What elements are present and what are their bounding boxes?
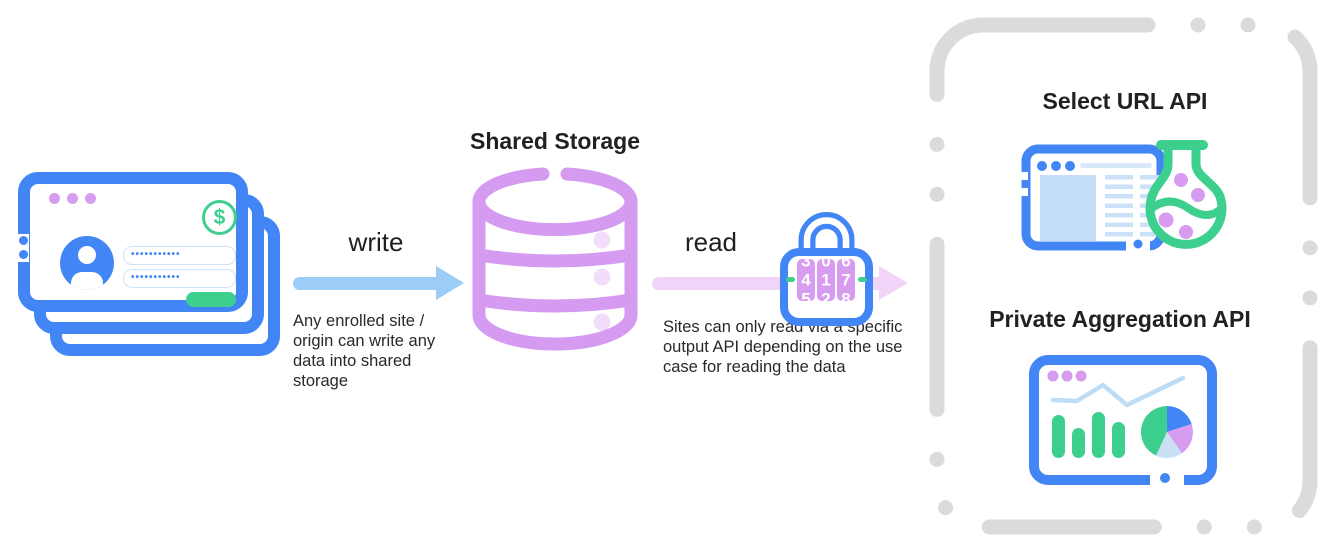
browser-card-front: $ ••••••••••• ••••••••••• xyxy=(18,172,248,312)
dial-next-digit: 5 xyxy=(801,289,811,302)
database-dot xyxy=(593,231,611,249)
private-aggregation-api-title: Private Aggregation API xyxy=(989,306,1251,332)
lock-icon: 3 4 5 0 1 2 6 7 8 xyxy=(778,198,874,328)
user-avatar-icon xyxy=(60,236,114,290)
window-dot xyxy=(67,193,78,204)
browser-window-icon xyxy=(1018,144,1166,251)
database-dot xyxy=(593,268,611,286)
database-dot xyxy=(593,313,611,331)
lock-dash-left xyxy=(786,277,795,282)
select-url-api-title: Select URL API xyxy=(1042,88,1208,114)
dollar-glyph: $ xyxy=(213,205,226,229)
avatar-head xyxy=(78,246,96,264)
lock-dial-3: 6 7 8 xyxy=(837,259,855,301)
write-label: write xyxy=(348,227,404,257)
lock-dial-1: 3 4 5 xyxy=(797,259,815,301)
read-caption: Sites can only read via a specific outpu… xyxy=(663,318,903,376)
shared-storage-title: Shared Storage xyxy=(470,128,640,154)
dial-prev-digit: 3 xyxy=(801,259,811,271)
avatar-torso xyxy=(71,272,103,290)
border-notch-dot xyxy=(19,250,28,259)
window-dot xyxy=(49,193,60,204)
dial-value-digit: 7 xyxy=(841,270,851,290)
password-field-2[interactable]: ••••••••••• xyxy=(123,269,236,288)
dollar-icon: $ xyxy=(202,200,237,235)
bar-chart-icon xyxy=(1052,412,1125,458)
window-dot xyxy=(85,193,96,204)
border-notch-dot xyxy=(19,236,28,245)
private-aggregation-api-icon xyxy=(1029,355,1217,486)
password-field-1[interactable]: ••••••••••• xyxy=(123,246,236,265)
line-chart-icon xyxy=(1050,375,1186,408)
dial-value-digit: 4 xyxy=(801,270,811,290)
pie-chart-icon xyxy=(1140,405,1193,459)
write-caption: Any enrolled site / origin can write any… xyxy=(293,312,436,390)
flask-icon xyxy=(1145,140,1227,249)
select-url-api-icon xyxy=(1018,140,1227,251)
dial-prev-digit: 6 xyxy=(841,259,851,271)
lock-dial-2: 0 1 2 xyxy=(817,259,835,301)
privacy-boundary xyxy=(929,17,1318,535)
window-control-dots xyxy=(49,193,96,204)
password-value: ••••••••••• xyxy=(131,271,181,283)
dial-next-digit: 8 xyxy=(841,289,851,302)
dial-prev-digit: 0 xyxy=(821,259,831,271)
submit-button[interactable] xyxy=(186,292,236,307)
database-icon xyxy=(472,167,638,351)
dial-value-digit: 1 xyxy=(821,270,831,290)
lock-dash-right xyxy=(858,277,867,282)
read-label: read xyxy=(684,227,738,257)
password-value: ••••••••••• xyxy=(131,248,181,260)
dial-next-digit: 2 xyxy=(821,289,831,302)
